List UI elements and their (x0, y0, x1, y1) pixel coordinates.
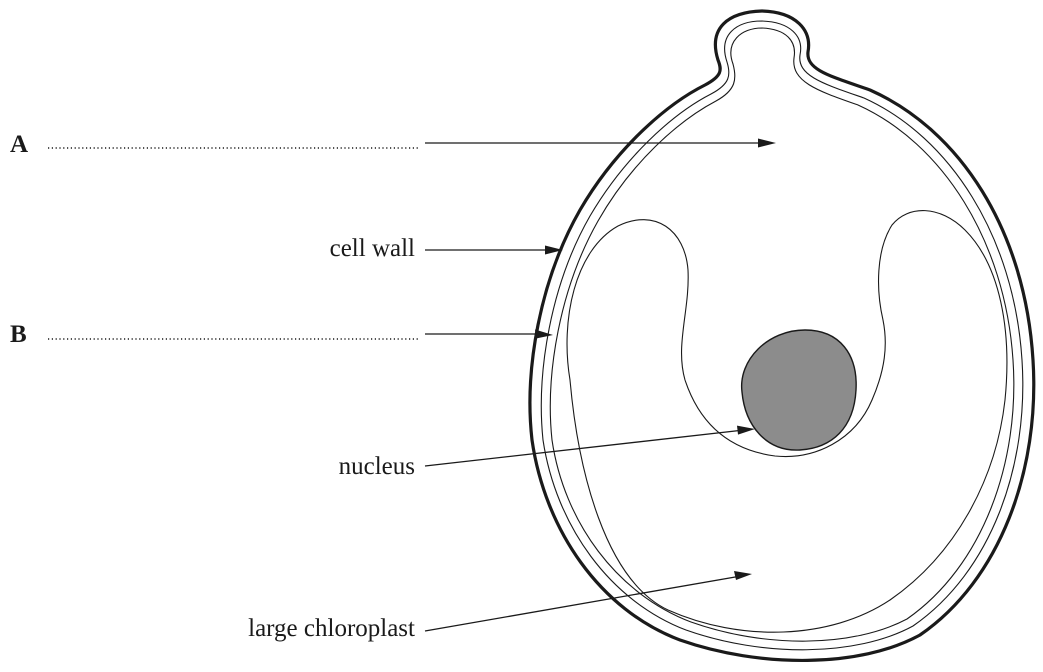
label-large-chloroplast: large chloroplast (248, 615, 415, 642)
label-a-letter: A (10, 131, 28, 158)
label-nucleus: nucleus (339, 453, 415, 480)
label-b-letter: B (10, 321, 27, 348)
label-cell-wall: cell wall (330, 235, 415, 262)
nucleus-shape (742, 330, 857, 450)
